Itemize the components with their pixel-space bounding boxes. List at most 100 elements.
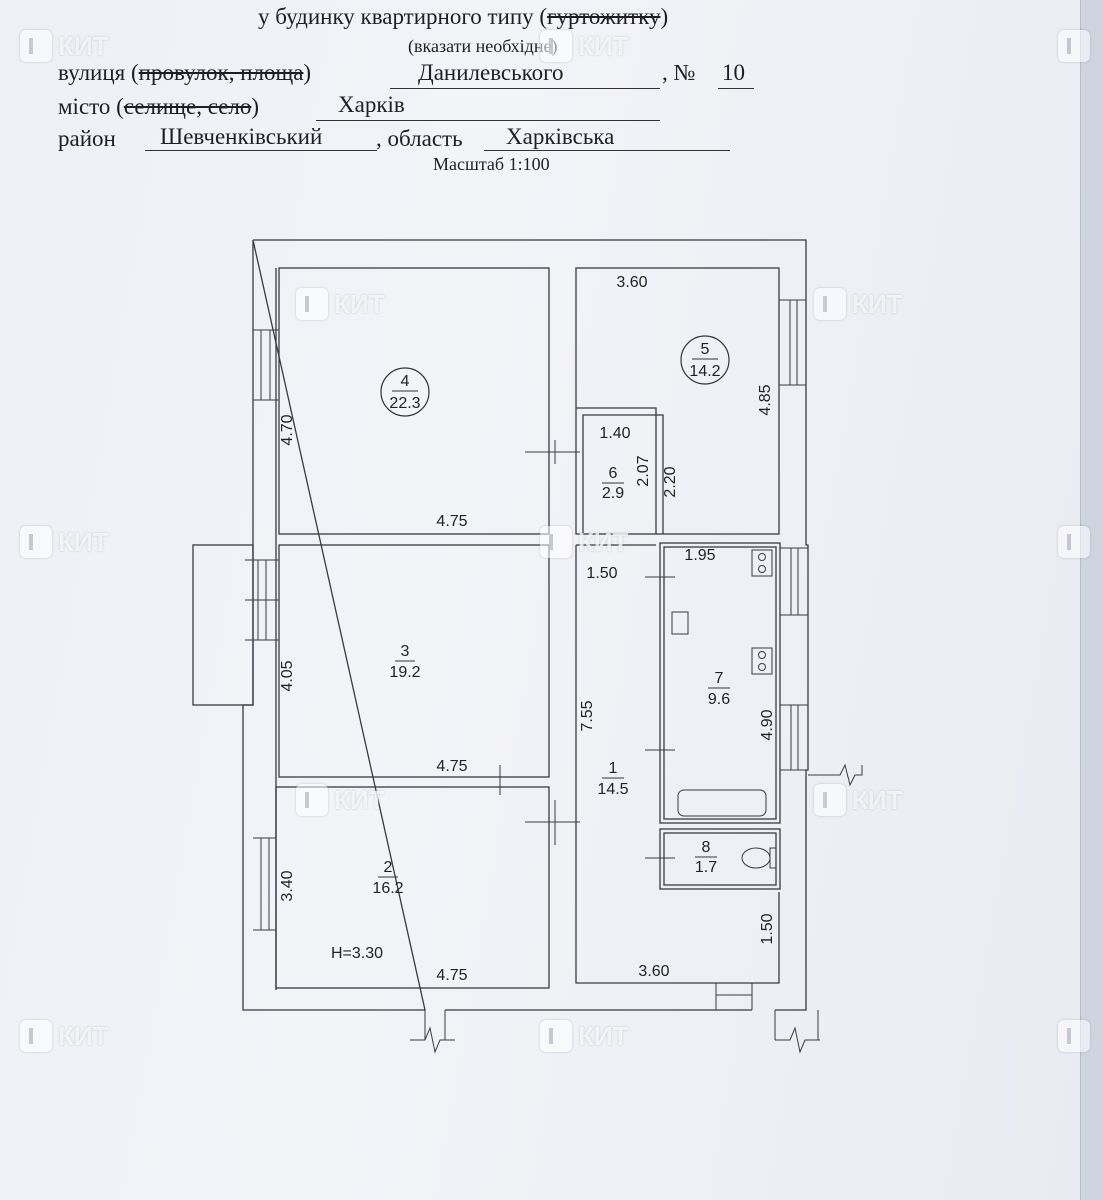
room-7-inner — [663, 546, 777, 820]
watermark — [1058, 526, 1090, 558]
watermark-logo-icon — [814, 784, 846, 816]
watermark-logo-icon — [296, 784, 328, 816]
watermark-logo-icon — [296, 288, 328, 320]
document-page — [0, 0, 1080, 1200]
watermark-logo-icon — [1058, 526, 1090, 558]
watermark: КИТ — [540, 1020, 628, 1052]
dim-r4-bottom: 4.75 — [436, 513, 467, 530]
watermark: КИТ — [20, 30, 108, 62]
dim-r1-side: 7.55 — [579, 700, 596, 731]
door-tick-7 — [645, 565, 675, 868]
entrance-door — [715, 983, 753, 1010]
window-room-5 — [779, 299, 806, 386]
break-symbol-left — [410, 1010, 455, 1054]
room-8-outline — [659, 828, 781, 890]
street-value: Данилевського — [418, 60, 564, 85]
watermark-logo-icon — [20, 526, 52, 558]
street-row: вулиця (провулок, площа) — [58, 60, 311, 86]
room-1-outline — [575, 544, 780, 984]
watermark: КИТ — [540, 30, 628, 62]
watermark-text: КИТ — [578, 526, 629, 557]
dim-r5-right: 4.85 — [757, 384, 774, 415]
watermark-logo-icon — [540, 526, 572, 558]
district-label: район — [58, 126, 116, 151]
street-underline — [390, 88, 660, 89]
door-tick-1 — [525, 800, 580, 845]
watermark: КИТ — [814, 784, 902, 816]
room-7-number: 7 — [715, 670, 724, 687]
dim-r1-top: 1.50 — [586, 565, 617, 582]
room-4-number: 4 — [401, 373, 410, 390]
window-room-7a — [780, 547, 808, 616]
scale-label: Масштаб 1:100 — [433, 154, 550, 174]
watermark-text: КИТ — [334, 784, 385, 815]
watermark-text: КИТ — [852, 784, 903, 815]
room-4-area: 22.3 — [389, 395, 420, 412]
room-6-outline — [576, 407, 664, 534]
district-underline — [145, 150, 377, 151]
watermark-logo-icon — [540, 30, 572, 62]
room-5-area: 14.2 — [689, 363, 720, 380]
door-tick-3 — [470, 765, 530, 795]
dim-r3-left: 4.05 — [279, 660, 296, 691]
street-struck: провулок, площа — [138, 60, 304, 85]
dim-r4-left: 4.70 — [279, 414, 296, 445]
city-paren-open: ( — [116, 94, 124, 119]
window-room-3 — [245, 559, 279, 641]
header-line-1-prefix: у будинку квартирного типу ( — [258, 4, 548, 29]
room-2-outline — [275, 786, 550, 989]
header-line-2: (вказати необхідне) — [408, 36, 558, 56]
ceiling-height-note: H=3.30 — [331, 945, 383, 962]
city-value: Харків — [338, 92, 405, 117]
number-value: 10 — [722, 60, 745, 85]
city-label: місто — [58, 94, 111, 119]
break-symbol-side — [808, 763, 863, 787]
watermark-logo-icon — [20, 1020, 52, 1052]
watermark-text: КИТ — [58, 526, 109, 557]
header-line-1: у будинку квартирного типу (гуртожитку) — [258, 4, 668, 30]
street-paren-open: ( — [131, 60, 139, 85]
number-label: , № — [662, 60, 696, 85]
room-8-area: 1.7 — [695, 859, 717, 876]
room-5-outline — [575, 267, 780, 535]
region-underline — [484, 150, 730, 151]
window-room-4 — [253, 329, 279, 401]
room-6-number: 6 — [609, 465, 618, 482]
city-underline — [316, 120, 660, 121]
break-symbol-right — [774, 1010, 820, 1054]
room-5-number: 5 — [701, 341, 710, 358]
watermark-text: КИТ — [58, 1020, 109, 1051]
street-paren-close: ) — [303, 60, 312, 85]
dim-r6-side-a: 2.07 — [635, 455, 652, 486]
room-2-area: 16.2 — [372, 880, 403, 897]
room-3-area: 19.2 — [389, 664, 420, 681]
city-struck: селище, село — [123, 94, 252, 119]
dim-r7-top: 1.95 — [684, 547, 715, 564]
outer-wall — [242, 239, 809, 1011]
dim-r6-side-b: 2.20 — [662, 466, 679, 497]
room-7-outline — [659, 542, 781, 824]
number-underline — [718, 88, 754, 89]
dim-r2-left: 3.40 — [279, 870, 296, 901]
room-8-inner — [663, 832, 777, 886]
room-7-area: 9.6 — [708, 691, 730, 708]
region-value: Харківська — [506, 124, 615, 149]
district-value: Шевченківський — [160, 124, 323, 149]
city-row: місто (селище, село) — [58, 94, 259, 120]
watermark-text: КИТ — [58, 30, 109, 61]
watermark: КИТ — [296, 784, 384, 816]
room-4-outline — [278, 267, 550, 535]
header-line-1-suffix: ) — [660, 4, 669, 29]
watermark: КИТ — [540, 526, 628, 558]
dim-r6-top: 1.40 — [599, 425, 630, 442]
watermark-text: КИТ — [578, 30, 629, 61]
room-2-number: 2 — [384, 859, 393, 876]
sink — [671, 611, 689, 635]
page-edge — [1080, 0, 1103, 1200]
dim-r2-bottom: 4.75 — [436, 967, 467, 984]
room-1-area: 14.5 — [597, 781, 628, 798]
stove-1 — [751, 549, 773, 577]
stove-2 — [751, 647, 773, 675]
bathtub — [677, 789, 767, 817]
window-room-7b — [780, 704, 808, 771]
